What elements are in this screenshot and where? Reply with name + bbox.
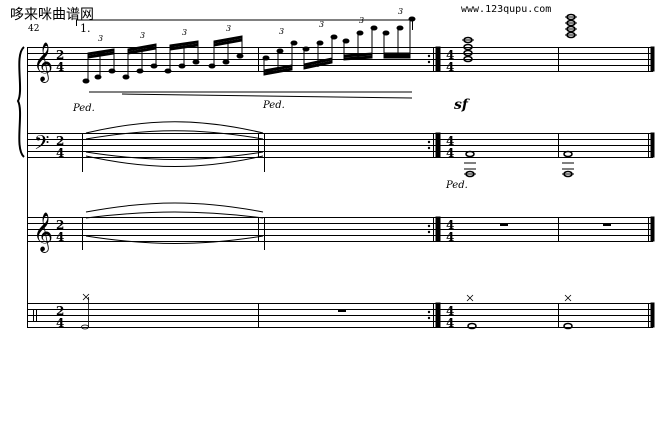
piano-brace	[16, 46, 25, 158]
svg-text:4: 4	[446, 316, 454, 330]
tuplet-label: 3	[98, 34, 104, 43]
repeat-barlines	[433, 46, 441, 328]
svg-text:2: 2	[56, 218, 64, 232]
staff-3-lines	[27, 217, 653, 242]
svg-text:4: 4	[446, 146, 454, 160]
triplet-runs	[82, 16, 416, 84]
whole-rests	[338, 223, 611, 312]
svg-text:4: 4	[446, 304, 454, 318]
pedal-mark: Ped.	[263, 100, 285, 111]
volta-bracket	[76, 19, 413, 30]
ledger-lines	[462, 16, 577, 175]
tuplet-label: 3	[182, 28, 188, 37]
tuplet-label: 3	[226, 24, 232, 33]
site-title: 哆来咪曲谱网	[10, 7, 94, 23]
hairpin-lines	[89, 91, 413, 99]
treble-clef-icon: 𝄞	[33, 42, 53, 83]
tuplet-label: 3	[140, 31, 146, 40]
svg-text:2: 2	[56, 48, 64, 62]
svg-text:4: 4	[56, 230, 64, 244]
tuplet-label: 3	[398, 7, 404, 16]
staff-1-lines	[27, 47, 653, 72]
tuplet-label: 3	[359, 16, 365, 25]
dynamic-marking: sf	[454, 97, 468, 113]
svg-text:4: 4	[56, 146, 64, 160]
volta-label: 1.	[80, 22, 91, 35]
site-url: www.123qupu.com	[461, 4, 552, 15]
tie	[85, 121, 264, 134]
svg-text:2: 2	[56, 134, 64, 148]
treble-clef-icon: 𝄞	[33, 212, 53, 253]
staff-4-lines	[27, 303, 653, 328]
staff-2-lines	[27, 133, 653, 158]
svg-text:4: 4	[446, 134, 454, 148]
tuplet-label: 3	[319, 20, 325, 29]
pedal-mark: Ped.	[446, 180, 468, 191]
repeat-dots	[427, 54, 431, 320]
svg-text:4: 4	[446, 60, 454, 74]
pedal-mark: Ped.	[73, 103, 95, 114]
svg-text:4: 4	[56, 316, 64, 330]
percussion-clef-icon	[33, 309, 34, 321]
svg-text:4: 4	[446, 48, 454, 62]
svg-text:4: 4	[446, 230, 454, 244]
svg-text:2: 2	[56, 304, 64, 318]
svg-text:4: 4	[56, 60, 64, 74]
cymbal-x-icon	[81, 293, 572, 330]
svg-text:4: 4	[446, 218, 454, 232]
tuplet-label: 3	[279, 27, 285, 36]
final-barlines	[648, 46, 655, 328]
measure-number: 42	[28, 24, 40, 34]
bass-clef-icon: 𝄢	[34, 131, 49, 159]
